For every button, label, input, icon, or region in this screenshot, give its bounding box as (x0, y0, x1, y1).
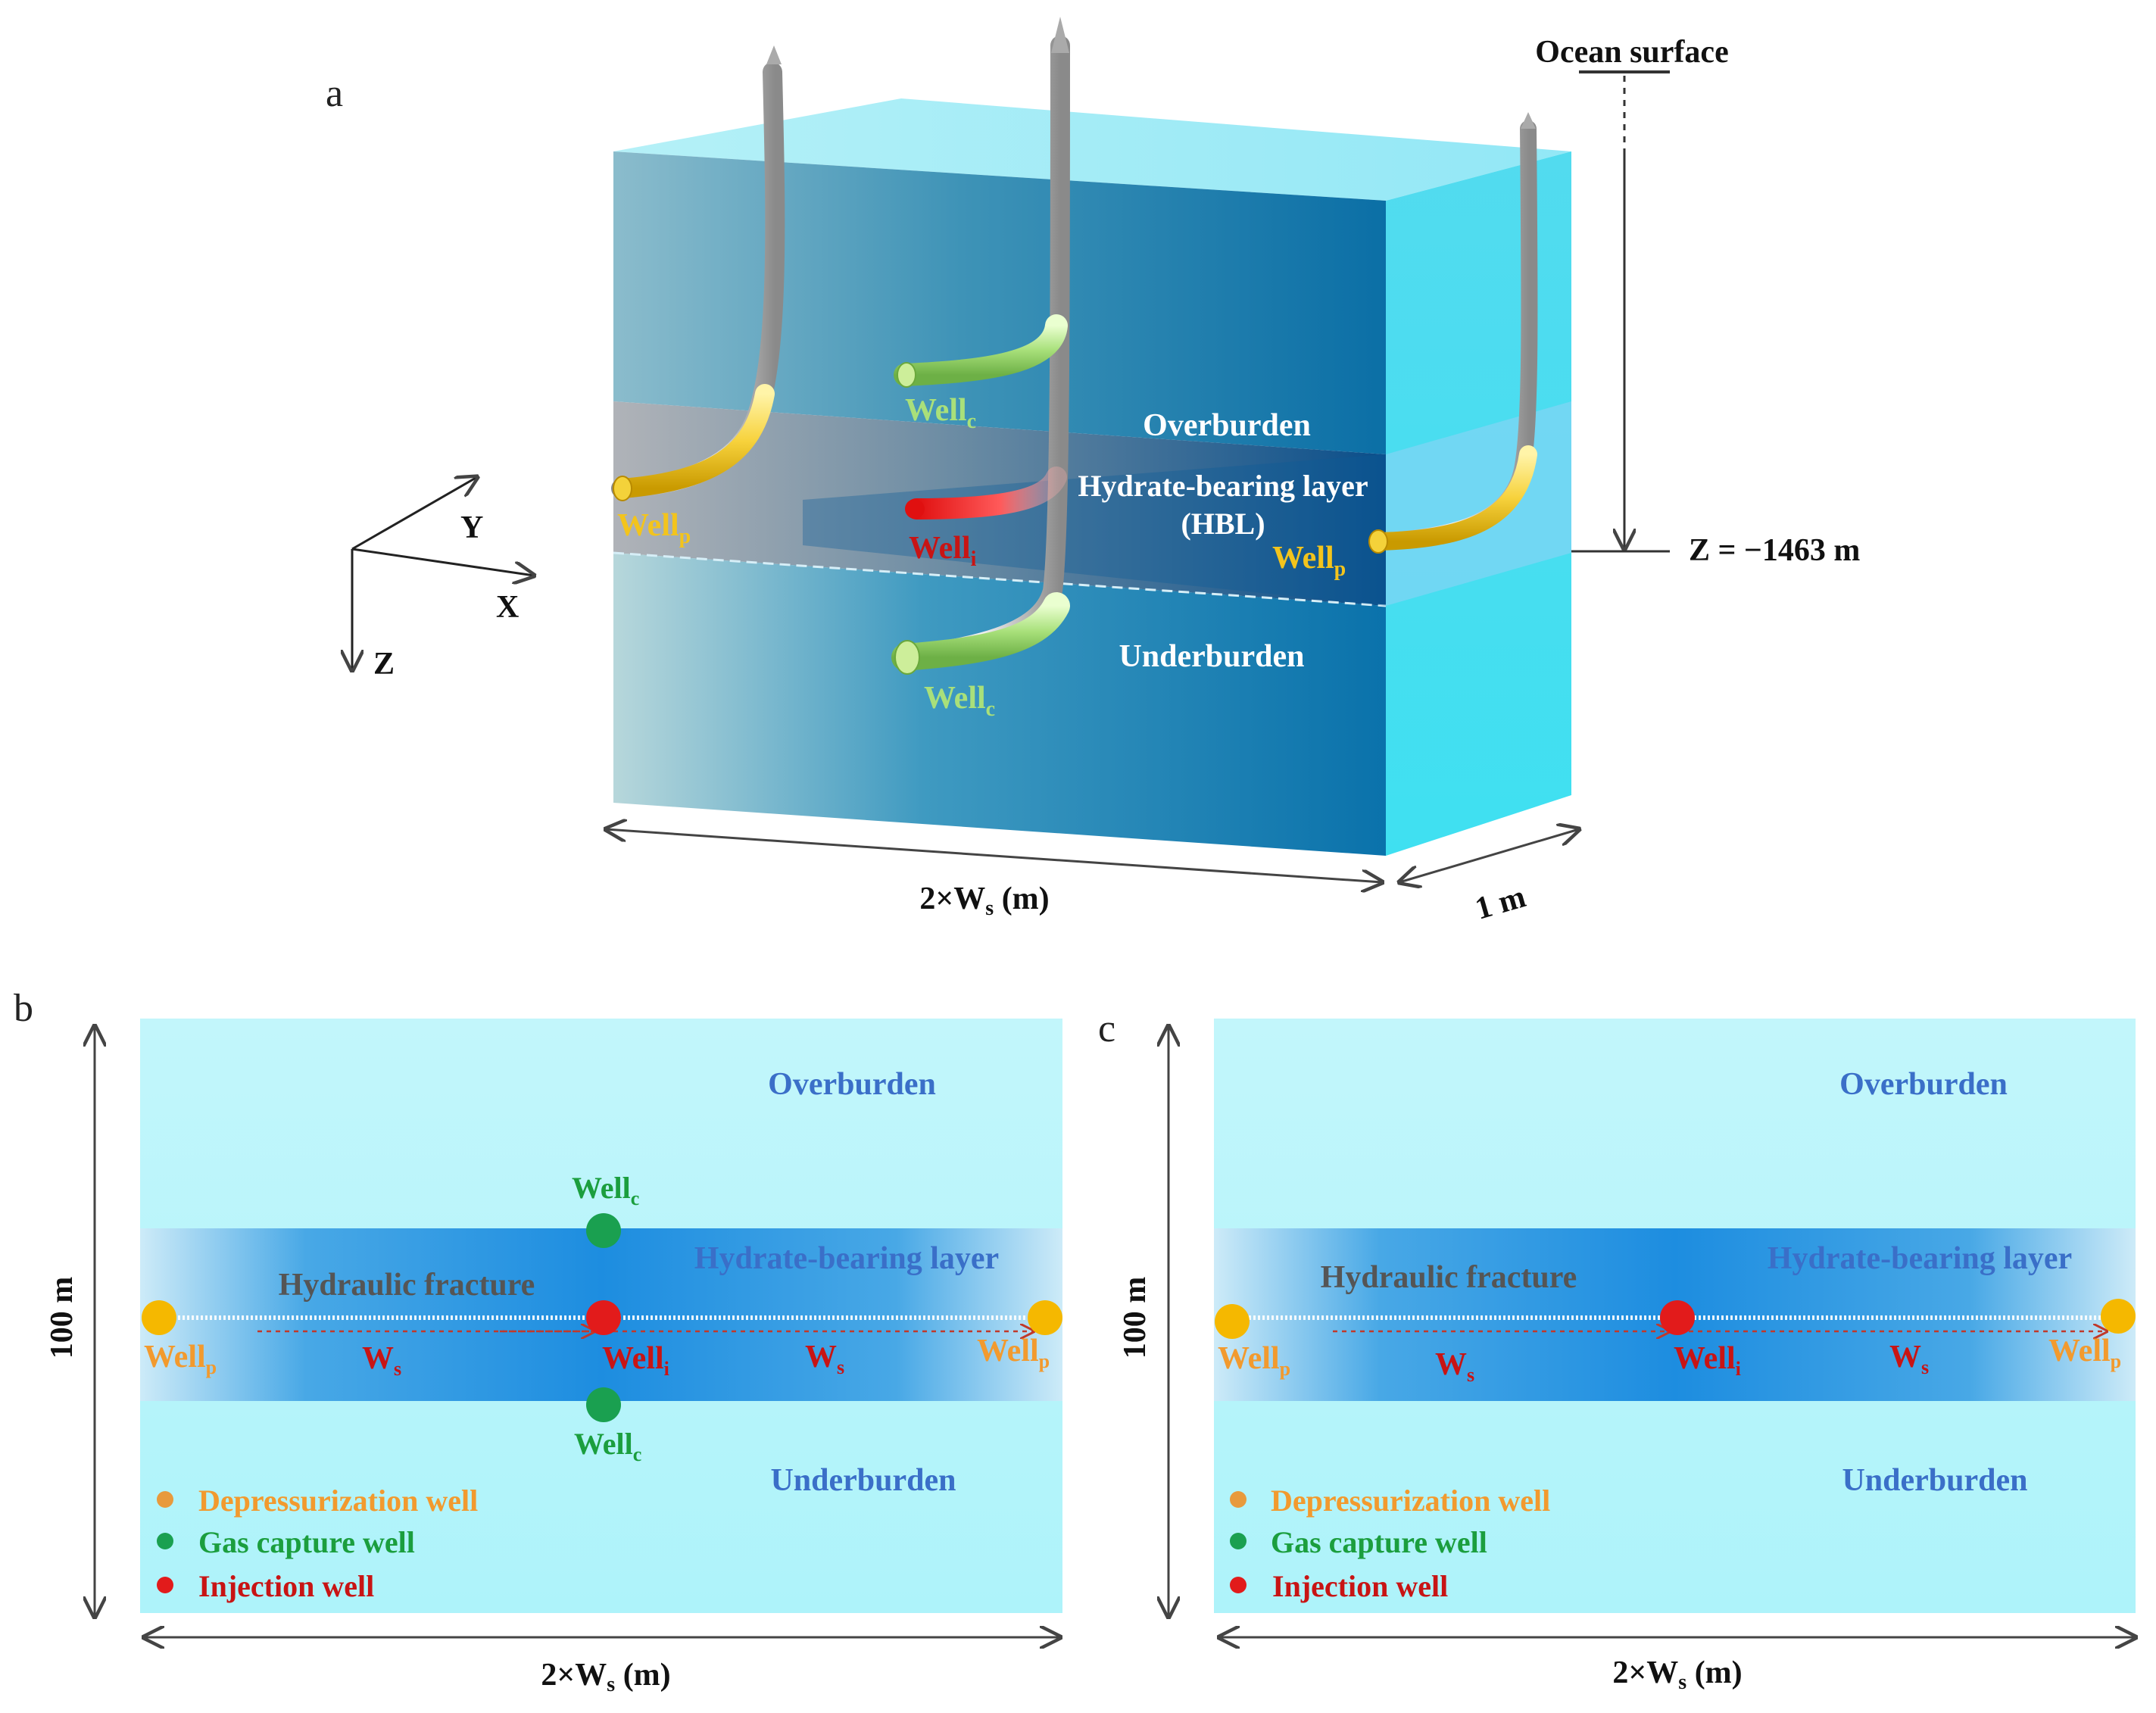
hbl-label-a-line2: (HBL) (1181, 507, 1265, 541)
panel-c-height-label: 100 m (1118, 1277, 1153, 1359)
panel-c-legend-dot-injection (1230, 1577, 1246, 1593)
panel-c-well-i-marker (1660, 1300, 1695, 1335)
well-c-top-label: Wellc (905, 393, 976, 433)
ocean-surface-label: Ocean surface (1535, 35, 1728, 70)
panel-b-ws-left-label: Ws (362, 1341, 401, 1380)
width-dimension-a-label: 2×Ws (m) (919, 881, 1049, 920)
axis-x-label: X (496, 590, 519, 625)
panel-b-well-i-marker (586, 1300, 621, 1335)
axis-x-arrow (351, 548, 534, 576)
panel-c-hbl-label: Hydrate-bearing layer (1768, 1241, 2072, 1276)
well-c-bottom-tip (894, 640, 920, 675)
hbl-shadow-band (803, 454, 1386, 606)
panel-b-well-c-bottom-marker (586, 1387, 621, 1422)
panel-c-ws-right-label: Ws (1889, 1340, 1929, 1378)
panel-b-hbl-label: Hydrate-bearing layer (694, 1241, 999, 1276)
depth-dimension-a-label: 1 m (1471, 879, 1530, 927)
well-p-right-cap (1521, 112, 1536, 129)
panel-a-letter: a (326, 72, 343, 115)
well-i-label-a: Welli (909, 531, 977, 571)
axis-z-label: Z (373, 647, 395, 682)
panel-c-well-p-left-label: Wellp (1218, 1341, 1290, 1380)
well-p-left-tip (613, 476, 632, 501)
width-dimension-a (606, 829, 1382, 882)
panel-b-legend-injection: Injection well (198, 1569, 374, 1603)
panel-b-letter: b (14, 987, 33, 1030)
panel-c-well-p-right-marker (2101, 1299, 2136, 1334)
pipe-well-c-bottom (891, 592, 1070, 671)
well-c-top-tip (897, 362, 916, 388)
well-p-left-label-a: Wellp (617, 508, 691, 548)
hbl-bottom-boundary (613, 551, 1387, 607)
panel-c-legend: Depressurization well Gas capture well I… (1230, 1484, 1550, 1603)
panel-c-legend-gas-capture: Gas capture well (1271, 1525, 1487, 1559)
panel-b-overburden-label: Overburden (768, 1067, 936, 1102)
depth-dimension-a (1399, 829, 1579, 882)
axis-y-arrow (351, 477, 477, 551)
panel-b-legend-dot-gas-capture (157, 1533, 173, 1549)
central-pipe-cap (1051, 17, 1069, 53)
well-p-left-cap (766, 45, 782, 64)
panel-b-well-p-right-marker (1028, 1300, 1062, 1335)
well-p-right-label-a: Wellp (1272, 541, 1346, 581)
panel-c-legend-depressurization: Depressurization well (1271, 1484, 1550, 1518)
panel-c: c Overburden Hydrate-bearing layer Under… (1098, 1007, 2136, 1694)
panel-b-fracture-label: Hydraulic fracture (279, 1268, 535, 1303)
panel-c-width-label: 2×Ws (m) (1612, 1655, 1742, 1694)
panel-c-well-i-label: Welli (1674, 1341, 1741, 1380)
panel-b-well-c-bottom-label: Wellc (574, 1427, 641, 1465)
pipe-well-p-left-horizontal (613, 384, 775, 498)
pipe-well-i (906, 466, 1067, 520)
block-top-face (613, 98, 1571, 201)
panel-c-legend-injection: Injection well (1272, 1569, 1448, 1603)
well-i-tip (905, 499, 925, 519)
panel-b-legend-dot-depressurization (157, 1491, 173, 1508)
well-p-right-tip (1368, 529, 1388, 554)
panel-b-legend-gas-capture: Gas capture well (198, 1525, 415, 1559)
panel-b-well-p-left-marker (142, 1300, 176, 1335)
panel-b-height-label: 100 m (45, 1277, 80, 1359)
panel-c-ws-left-label: Ws (1435, 1347, 1474, 1386)
axis-y-label: Y (460, 510, 483, 545)
panel-b-well-p-right-label: Wellp (977, 1334, 1050, 1372)
panel-c-well-p-right-label: Wellp (2048, 1334, 2121, 1372)
panel-c-fracture-label: Hydraulic fracture (1321, 1260, 1577, 1295)
panel-b-underburden-label: Underburden (770, 1463, 956, 1498)
panel-c-underburden-label: Underburden (1842, 1463, 2027, 1498)
panel-b-width-label: 2×Ws (m) (541, 1658, 670, 1696)
underburden-label-a: Underburden (1119, 639, 1304, 674)
panel-b-well-c-top-label: Wellc (572, 1171, 639, 1209)
panel-b-legend-dot-injection (157, 1577, 173, 1593)
panel-b-legend: Depressurization well Gas capture well I… (157, 1484, 478, 1603)
overburden-label-a: Overburden (1143, 408, 1311, 443)
panel-c-legend-dot-depressurization (1230, 1491, 1246, 1508)
panel-c-overburden-label: Overburden (1839, 1067, 2008, 1102)
panel-b-well-p-left-label: Wellp (144, 1340, 217, 1378)
hbl-label-a-line1: Hydrate-bearing layer (1078, 469, 1368, 503)
panel-b-well-c-top-marker (586, 1213, 621, 1248)
well-c-bottom-label: Wellc (924, 681, 995, 721)
panel-c-well-p-left-marker (1215, 1304, 1250, 1339)
panel-b: b Overburden Hydrate-bearing layer Under… (14, 987, 1062, 1696)
panel-b-legend-depressurization: Depressurization well (198, 1484, 478, 1518)
panel-b-ws-right-label: Ws (805, 1340, 844, 1378)
panel-c-legend-dot-gas-capture (1230, 1533, 1246, 1549)
pipe-well-c-top (894, 314, 1068, 386)
pipe-well-p-right-horizontal (1369, 445, 1537, 551)
depth-label: Z = −1463 m (1689, 533, 1860, 568)
block-front-underburden (613, 553, 1386, 856)
block-front-overburden (613, 151, 1386, 454)
panel-b-well-i-label: Welli (602, 1341, 669, 1380)
panel-c-letter: c (1098, 1007, 1115, 1050)
panel-a: a Overburden Hydrate-bearing layer (326, 17, 1860, 927)
